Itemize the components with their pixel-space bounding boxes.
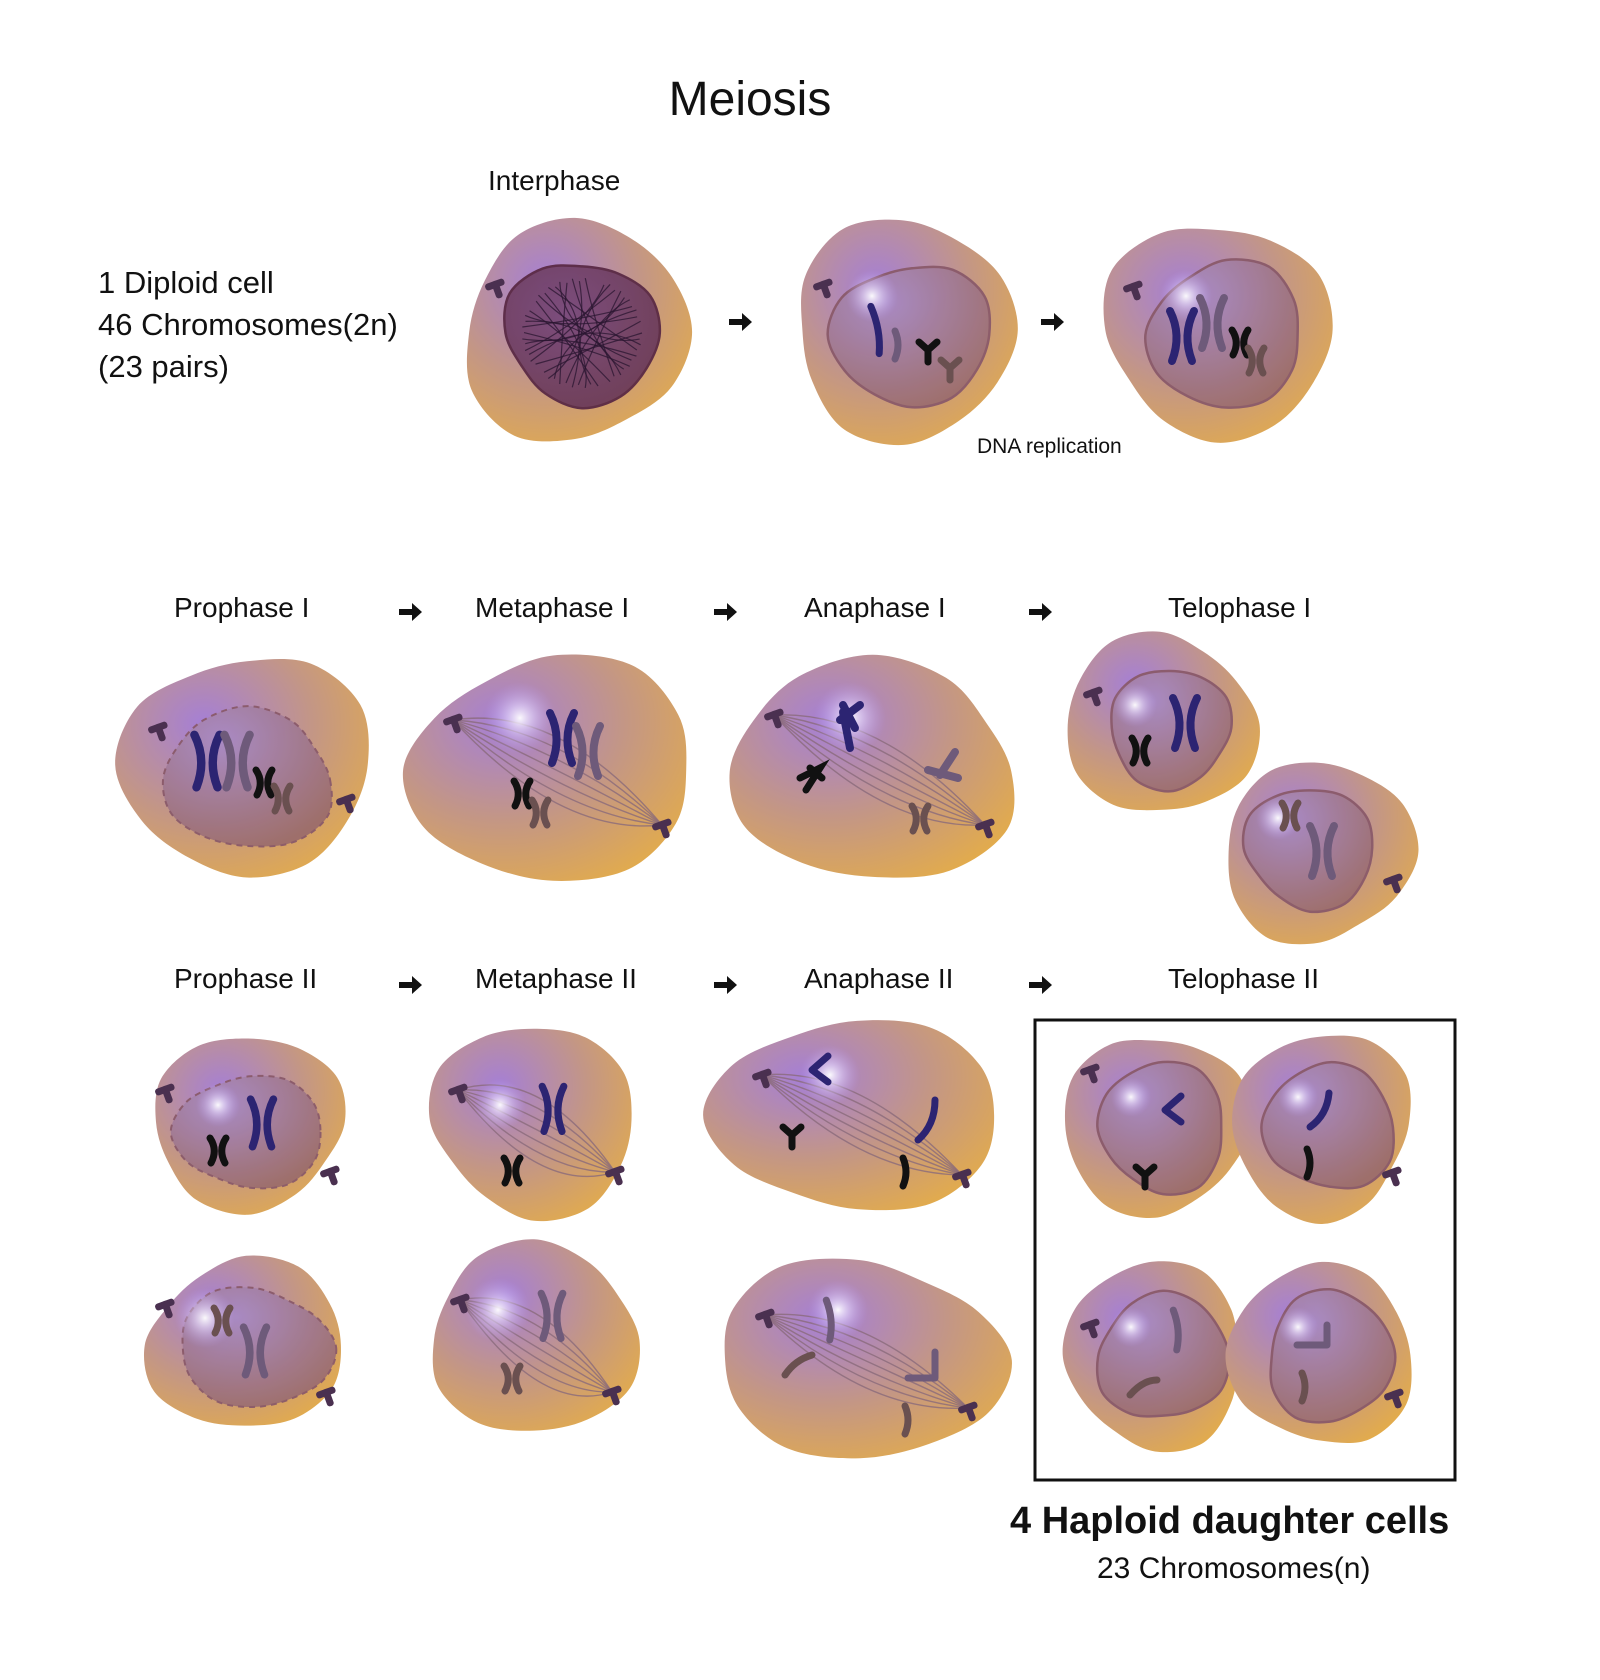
label-metaphase-1: Metaphase I (475, 592, 630, 623)
label-interphase: Interphase (488, 165, 621, 196)
cell-anaphase-2a (703, 1020, 995, 1211)
label-anaphase-2: Anaphase II (804, 963, 954, 994)
haploid-cells-box (1033, 1018, 1457, 1482)
cell-anaphase-2b (724, 1258, 1012, 1459)
label-telophase-2: Telophase II (1168, 963, 1319, 994)
label-anaphase-1: Anaphase I (804, 592, 946, 623)
arrow-icon (714, 603, 737, 621)
arrow-icon (1029, 603, 1052, 621)
arrow-icon (399, 976, 422, 994)
daughter-cell-4 (1225, 1261, 1412, 1443)
cell-metaphase-2a (428, 1028, 632, 1222)
daughter-cell-1 (1064, 1040, 1253, 1219)
label-telophase-1: Telophase I (1168, 592, 1312, 623)
arrow-icon (714, 976, 737, 994)
arrow-icon (399, 603, 422, 621)
arrow-icon (729, 313, 752, 331)
pairs-label: (23 pairs) (98, 349, 229, 384)
diploid-info: 1 Diploid cell 46 Chromosomes(2n) (23 pa… (98, 262, 398, 388)
cell-prophase-2b (143, 1255, 341, 1426)
arrow-icon (1029, 976, 1052, 994)
label-prophase-2: Prophase II (174, 963, 318, 994)
cell-metaphase-2b (432, 1239, 640, 1431)
haploid-subtitle: 23 Chromosomes(n) (1097, 1552, 1371, 1585)
cell-telophase-1a (1067, 631, 1260, 811)
arrow-icon (1041, 313, 1064, 331)
cell-metaphase-1 (402, 654, 687, 881)
diagram-title: Meiosis (668, 73, 832, 126)
cell-interphase-3 (1103, 228, 1333, 443)
daughter-cell-3 (1062, 1261, 1237, 1453)
cell-interphase-2 (801, 219, 1018, 446)
cell-anaphase-1 (729, 654, 1015, 878)
diploid-cell-label: 1 Diploid cell (98, 265, 274, 300)
daughter-cell-2 (1232, 1035, 1411, 1225)
cell-interphase-1 (466, 217, 693, 442)
label-prophase-1: Prophase I (174, 592, 310, 623)
cell-prophase-2a (155, 1038, 346, 1215)
cell-prophase-1 (115, 658, 369, 878)
chromosome-count-label: 46 Chromosomes(2n) (98, 307, 398, 342)
cell-telophase-1b (1228, 762, 1419, 945)
label-dna-replication: DNA replication (977, 435, 1122, 458)
haploid-title: 4 Haploid daughter cells (1010, 1500, 1450, 1542)
label-metaphase-2: Metaphase II (475, 963, 637, 994)
